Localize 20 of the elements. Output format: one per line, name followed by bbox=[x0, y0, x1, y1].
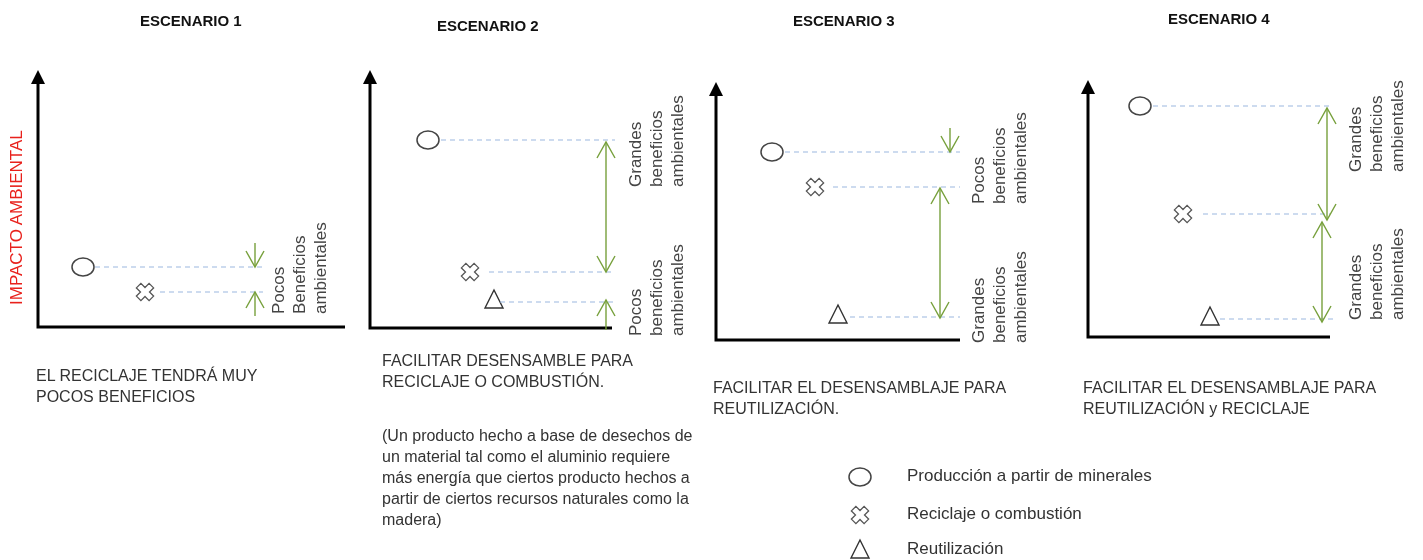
axis-label: IMPACTO AMBIENTAL bbox=[6, 129, 27, 305]
benefit-label: Grandes beneficios ambientales bbox=[1345, 79, 1408, 172]
legend-label: Reciclaje o combustión bbox=[907, 503, 1082, 524]
benefit-label: Grandes beneficios ambientales bbox=[625, 94, 688, 187]
benefit-label: Pocos Beneficios ambientales bbox=[268, 221, 331, 314]
scenario-title: ESCENARIO 4 bbox=[1168, 9, 1270, 29]
benefit-label: Grandes beneficios ambientales bbox=[1345, 227, 1408, 320]
scenario-title: ESCENARIO 3 bbox=[793, 11, 895, 31]
benefit-label: Pocos beneficios ambientales bbox=[968, 111, 1031, 204]
scenario-description: FACILITAR EL DESENSAMBLAJE PARA REUTILIZACIÓN y RECICLAJE bbox=[1083, 378, 1377, 419]
benefit-label: Pocos beneficios ambientales bbox=[625, 243, 688, 336]
scenario-title: ESCENARIO 2 bbox=[437, 16, 539, 36]
scenario-description: FACILITAR DESENSAMBLE PARA RECICLAJE O COMBUSTIÓN. bbox=[382, 351, 634, 392]
legend-label: Reutilización bbox=[907, 538, 1004, 559]
scenario-description: EL RECICLAJE TENDRÁ MUY POCOS BENEFICIOS bbox=[36, 365, 259, 407]
legend-label: Producción a partir de minerales bbox=[907, 465, 1152, 486]
scenario-note: (Un producto hecho a base de desechos de un material tal como el aluminio requiere más energía que ciertos producto hechos a partir de ciertos recursos naturales como la madera) bbox=[382, 426, 694, 530]
benefit-label: Grandes beneficios ambientales bbox=[968, 250, 1031, 343]
scenario-description: FACILITAR EL DESENSAMBLAJE PARA REUTILIZACIÓN. bbox=[713, 378, 1007, 419]
scenario-title: ESCENARIO 1 bbox=[140, 11, 242, 31]
